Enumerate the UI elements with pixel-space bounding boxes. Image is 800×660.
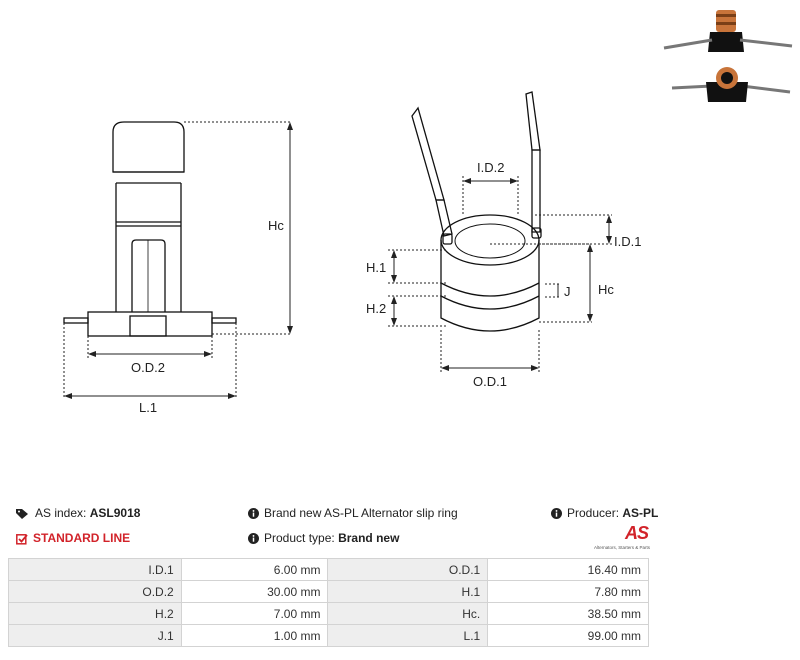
standard-line-label: STANDARD LINE: [33, 531, 131, 545]
spec-key: O.D.2: [8, 580, 182, 603]
spec-value: 99.00 mm: [487, 624, 649, 647]
as-index-value: ASL9018: [89, 506, 141, 520]
producer-label: Producer:: [567, 506, 620, 520]
side-view-drawing: [63, 121, 237, 337]
product-description: Brand new AS-PL Alternator slip ring: [248, 506, 458, 520]
spec-value: 6.00 mm: [180, 558, 329, 581]
isometric-view-drawing: [411, 91, 542, 332]
specifications-table: I.D.1 6.00 mm O.D.1 16.40 mm O.D.2 30.00…: [8, 558, 649, 647]
spec-value: 38.50 mm: [487, 602, 649, 625]
product-thumbnail[interactable]: [660, 6, 796, 106]
dim-label-id1: I.D.1: [614, 234, 641, 249]
product-type: Product type: Brand new: [248, 531, 399, 545]
as-pl-logo: AS Alternators, Starters & Parts: [584, 523, 650, 551]
dim-label-hc-right: Hc: [598, 282, 614, 297]
spec-value: 16.40 mm: [487, 558, 649, 581]
product-type-value: Brand new: [338, 531, 400, 545]
description-text: Brand new AS-PL Alternator slip ring: [264, 506, 458, 520]
spec-value: 7.80 mm: [487, 580, 649, 603]
dim-label-j: J: [564, 284, 571, 299]
check-square-icon: [16, 533, 28, 545]
dim-label-h2: H.2: [366, 301, 386, 316]
spec-key: I.D.1: [8, 558, 182, 581]
technical-drawing: Hc O.D.2 L.1: [63, 91, 641, 415]
spec-value: 7.00 mm: [180, 602, 329, 625]
logo-tagline: Alternators, Starters & Parts: [593, 545, 650, 550]
logo-text: AS: [624, 523, 649, 543]
producer-value: AS-PL: [622, 506, 659, 520]
spec-key: J.1: [8, 624, 182, 647]
dim-label-od1: O.D.1: [473, 374, 507, 389]
dim-label-hc-left: Hc: [268, 218, 284, 233]
dim-label-h1: H.1: [366, 260, 386, 275]
dim-label-l1: L.1: [139, 400, 157, 415]
spec-value: 1.00 mm: [180, 624, 329, 647]
spec-key: O.D.1: [327, 558, 489, 581]
producer: Producer: AS-PL: [551, 506, 658, 520]
table-row: J.1 1.00 mm L.1 99.00 mm: [8, 624, 649, 647]
dim-label-id2: I.D.2: [477, 160, 504, 175]
as-index: AS index: ASL9018: [16, 506, 140, 520]
info-icon: [551, 508, 562, 520]
standard-line: STANDARD LINE: [16, 531, 130, 545]
as-index-label: AS index:: [35, 506, 87, 520]
spec-value: 30.00 mm: [180, 580, 329, 603]
spec-key: H.2: [8, 602, 182, 625]
info-icon: [248, 508, 259, 520]
spec-key: Hc.: [327, 602, 489, 625]
table-row: O.D.2 30.00 mm H.1 7.80 mm: [8, 580, 649, 603]
spec-key: H.1: [327, 580, 489, 603]
info-icon: [248, 533, 259, 545]
table-row: I.D.1 6.00 mm O.D.1 16.40 mm: [8, 558, 649, 581]
table-row: H.2 7.00 mm Hc. 38.50 mm: [8, 602, 649, 625]
dim-label-od2: O.D.2: [131, 360, 165, 375]
tags-icon: [16, 508, 28, 519]
product-type-label: Product type:: [264, 531, 335, 545]
spec-key: L.1: [327, 624, 489, 647]
